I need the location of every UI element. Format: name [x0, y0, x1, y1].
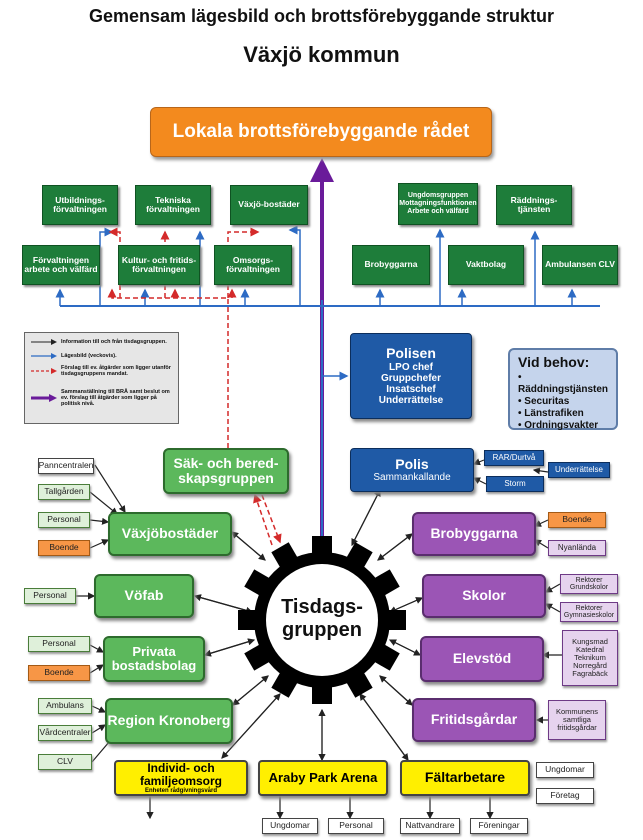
small-personal: Personal: [38, 512, 90, 528]
small-foreningar: Föreningar: [470, 818, 528, 834]
legend-purple-arrow-icon: [31, 394, 57, 402]
top-council-box: Lokala brottsförebyggande rådet: [150, 107, 492, 157]
node-brobyggarna: Brobyggarna: [412, 512, 536, 556]
vid-behov-title: Vid behov:: [518, 354, 590, 370]
legend-item-forslag: Förslag till ev. åtgärder som ligger uta…: [31, 365, 176, 377]
small-kommunens: Kommunens samtliga fritidsgårdar: [548, 700, 606, 740]
small-boende: Boende: [38, 540, 90, 556]
polisen-line: LPO chef: [389, 361, 433, 373]
admin-vaxjobostader: Växjö-bostäder: [230, 185, 308, 225]
polis-title: Polis: [395, 455, 429, 472]
legend-item-sammanstallning: Sammanställning till BRÅ samt beslut om …: [31, 389, 176, 407]
small-personal-privata: Personal: [28, 636, 90, 652]
legend-black-arrow-icon: [31, 339, 57, 345]
small-tallgarden: Tallgården: [38, 484, 90, 500]
node-individ: Individ- och familjeomsorg Enheten rådgi…: [114, 760, 248, 796]
polisen-title: Polisen: [386, 345, 436, 362]
tisdagsgruppen-label: Tisdags-gruppen: [281, 596, 363, 641]
admin-kultur: Kultur- och fritids-förvaltningen: [118, 245, 200, 285]
small-rektorer-gym: Rektorer Gymnasieskolor: [560, 602, 618, 622]
small-nattvandrare: Nattvandrare: [400, 818, 460, 834]
node-araby: Araby Park Arena: [258, 760, 388, 796]
small-nyanlanda: Nyanlända: [548, 540, 606, 556]
vid-behov-item: • Länstrafiken: [518, 408, 584, 419]
admin-vaktbolag: Vaktbolag: [448, 245, 524, 285]
gear-icon: [238, 536, 406, 704]
polis-sub: Sammankallande: [373, 472, 451, 484]
small-panncentralen: Panncentralen: [38, 458, 94, 474]
node-individ-sub: Enheten rådgivningsvård: [144, 787, 217, 794]
small-boende-privata: Boende: [28, 665, 90, 681]
vid-behov-item: • Securitas: [518, 396, 570, 407]
admin-tekniska: Tekniska förvaltningen: [135, 185, 211, 225]
small-foretag: Företag: [536, 788, 594, 804]
small-personal-araby: Personal: [328, 818, 384, 834]
polisen-box: Polisen LPO chef Gruppchefer Insatschef …: [350, 333, 472, 419]
page-title: Gemensam lägesbild och brottsförebyggand…: [88, 6, 555, 26]
admin-raddning: Räddnings-tjänsten: [496, 185, 572, 225]
page-subtitle: Växjö kommun: [243, 42, 400, 67]
small-ungdomar: Ungdomar: [262, 818, 318, 834]
admin-omsorg: Omsorgs-förvaltningen: [214, 245, 292, 285]
admin-forvaltningen-arbete: Förvaltningen arbete och välfärd: [22, 245, 100, 285]
rar-box: RAR/Durtvå: [484, 450, 544, 466]
small-vardcentraler: Vårdcentraler: [38, 725, 92, 741]
admin-utbildning: Utbildnings-förvaltningen: [42, 185, 118, 225]
storm-box: Storm: [486, 476, 544, 492]
vid-behov-item: • Ordningsvakter: [518, 420, 599, 431]
legend-item-info: Information till och från tisdagsgruppen…: [31, 339, 176, 345]
small-personal-vofab: Personal: [24, 588, 76, 604]
polisen-line: Insatschef: [386, 383, 436, 395]
underrattelse-box: Underrättelse: [548, 462, 610, 478]
node-vofab: Vöfab: [94, 574, 194, 618]
small-rektorer-grund: Rektorer Grundskolor: [560, 574, 618, 594]
node-faltarbetare: Fältarbetare: [400, 760, 530, 796]
legend: Information till och från tisdagsgruppen…: [24, 332, 179, 424]
polisen-line: Gruppchefer: [380, 372, 441, 384]
polis-box: Polis Sammankallande: [350, 448, 474, 492]
admin-ambulansen: Ambulansen CLV: [542, 245, 618, 285]
sak-beredskap-box: Säk- och bered-skapsgruppen: [163, 448, 289, 494]
legend-red-arrow-icon: [31, 368, 57, 374]
node-individ-title: Individ- och familjeomsorg: [139, 760, 223, 788]
small-boende-right: Boende: [548, 512, 606, 528]
node-privata: Privata bostadsbolag: [103, 636, 205, 682]
small-elevstod-list: Kungsmad Katedral Teknikum Norregård Fag…: [562, 630, 618, 686]
node-elevstod: Elevstöd: [420, 636, 544, 682]
admin-brobyggarna: Brobyggarna: [352, 245, 430, 285]
small-ambulans: Ambulans: [38, 698, 92, 714]
node-fritidsgardar: Fritidsgårdar: [412, 698, 536, 742]
legend-blue-arrow-icon: [31, 353, 57, 359]
vid-behov-box: Vid behov: • Räddningstjänsten • Securit…: [508, 348, 618, 431]
legend-item-lagesbild: Lägesbild (veckovis).: [31, 353, 176, 359]
admin-ungdomsgruppen: Ungdomsgruppen Mottagningsfunktionen Arb…: [398, 183, 478, 225]
small-clv: CLV: [38, 754, 92, 770]
vid-behov-item: • Räddningstjänsten: [518, 372, 609, 395]
polisen-line: Underrättelse: [378, 394, 444, 406]
small-ungdomar-falt: Ungdomar: [536, 762, 594, 778]
node-skolor: Skolor: [422, 574, 546, 618]
node-region: Region Kronoberg: [105, 698, 233, 744]
node-vaxjobostader: Växjöbostäder: [108, 512, 232, 556]
